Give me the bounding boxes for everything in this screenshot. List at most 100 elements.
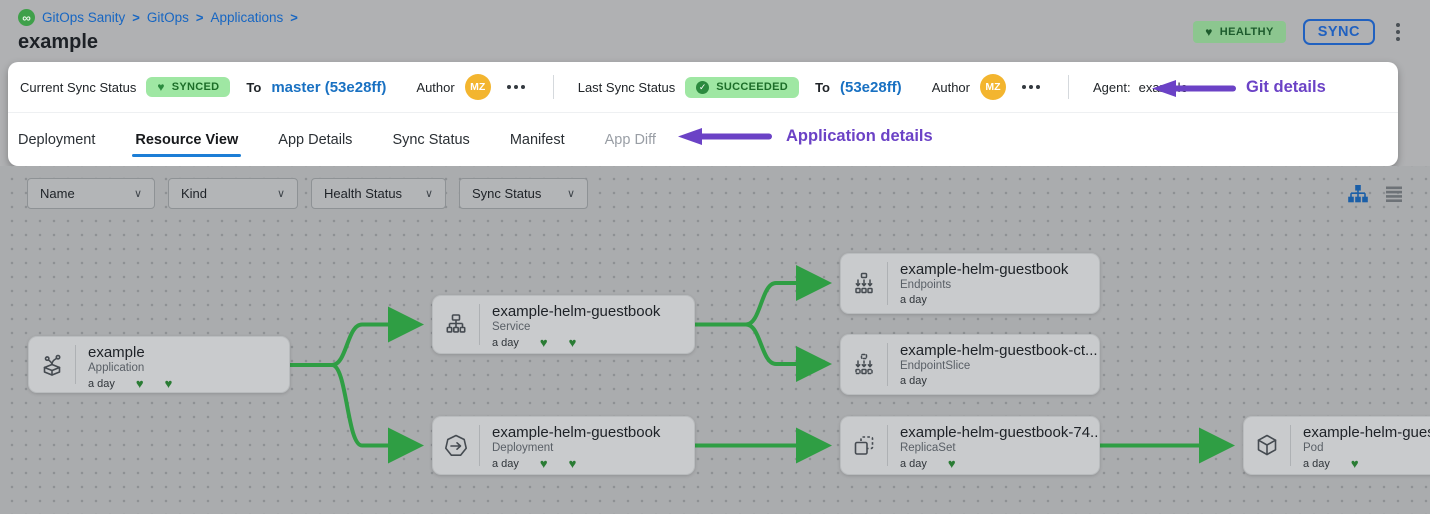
divider [1290,425,1291,466]
tab-app-details[interactable]: App Details [278,131,353,148]
resource-node-endpointslice[interactable]: example-helm-guestbook-ct... EndpointSli… [840,334,1100,395]
chevron-down-icon: ∨ [424,188,433,200]
divider [887,343,888,386]
heart-icon [540,336,548,349]
filter-sync-status-dropdown[interactable]: Sync Status ∨ [459,178,588,209]
node-age: a day [899,375,927,387]
node-title: example-helm-guestbook [492,303,661,320]
pod-icon [1244,417,1290,474]
filter-label: Sync Status [472,186,542,201]
agent-label: Agent: [1093,79,1131,95]
node-kind: EndpointSlice [899,360,971,372]
breadcrumb-link-gitops[interactable]: GitOps [146,10,189,25]
check-circle-icon: ✓ [696,80,710,94]
author-avatar[interactable]: MZ [980,74,1006,100]
heart-icon [1351,457,1359,470]
filter-label: Health Status [324,186,403,201]
resource-node-replicaset[interactable]: example-helm-guestbook-74... ReplicaSet … [840,416,1100,475]
app-tabs: Deployment Resource View App Details Syn… [8,112,1398,166]
sync-button[interactable]: SYNC [1302,19,1375,45]
author-avatar[interactable]: MZ [464,74,491,100]
heart-icon [540,457,548,470]
page-title: example [18,31,99,53]
node-age: a day [492,336,519,349]
breadcrumb-link-applications[interactable]: Applications [210,10,284,25]
tab-deployment[interactable]: Deployment [18,131,96,148]
breadcrumb-link-account[interactable]: GitOps Sanity [42,10,126,25]
heart-icon [569,457,577,470]
more-options-icon[interactable] [503,81,529,93]
replicaset-icon [841,417,887,474]
resource-node-pod[interactable]: example-helm-guest Pod a day [1243,416,1430,475]
divider [887,425,888,466]
to-label: To [246,79,262,95]
heart-icon [136,377,144,390]
deployment-icon [433,417,479,474]
filter-label: Name [40,186,75,201]
breadcrumb-separator: > [290,10,298,25]
health-status-badge: HEALTHY [1193,21,1286,43]
node-kind: Application [88,362,145,374]
breadcrumb: ∞ GitOps Sanity > GitOps > Applications … [18,9,298,26]
divider [1068,75,1069,99]
heart-icon [165,377,173,390]
divider [75,345,76,384]
heart-icon [948,457,956,470]
sync-status-bar: Current Sync Status SYNCED To master (53… [8,62,1398,112]
node-kind: Endpoints [900,279,952,291]
more-options-icon[interactable] [1018,81,1044,93]
node-text: example Application a day [76,337,182,392]
tree-view-icon[interactable] [1348,185,1368,203]
resource-node-deployment[interactable]: example-helm-guestbook Deployment a day [432,416,695,475]
heart-icon [569,336,577,349]
filter-name-dropdown[interactable]: Name ∨ [27,178,155,209]
last-revision-link[interactable]: (53e28ff) [839,78,902,96]
synced-status-badge: SYNCED [146,77,231,97]
resource-graph-canvas[interactable]: Name ∨ Kind ∨ Health Status ∨ Sync Statu… [0,166,1430,514]
chevron-down-icon: ∨ [133,188,142,200]
chevron-down-icon: ∨ [566,188,575,200]
health-badge-label: HEALTHY [1219,26,1274,38]
current-revision-link[interactable]: master (53e28ff) [271,78,387,96]
node-text: example-helm-guestbook-ct... EndpointSli… [888,335,1099,394]
heart-icon [1205,26,1213,38]
node-title: example-helm-guestbook [900,261,1069,278]
application-icon [29,337,75,392]
to-label: To [815,79,830,95]
tab-resource-view[interactable]: Resource View [132,115,242,165]
kebab-menu-icon[interactable] [1392,21,1404,43]
current-sync-status-label: Current Sync Status [20,79,137,95]
tab-app-diff[interactable]: App Diff [604,131,656,148]
tab-manifest[interactable]: Manifest [509,131,565,148]
node-age: a day [899,457,927,470]
node-age: a day [88,377,115,390]
node-age: a day [492,457,519,470]
gitops-logo-icon: ∞ [18,9,35,26]
filter-kind-dropdown[interactable]: Kind ∨ [168,178,298,209]
resource-node-endpoints[interactable]: example-helm-guestbook Endpoints a day [840,253,1100,314]
resource-node-application[interactable]: example Application a day [28,336,290,393]
node-title: example-helm-guestbook [492,424,661,441]
resource-node-service[interactable]: example-helm-guestbook Service a day [432,295,695,354]
endpoints-icon [841,254,887,313]
node-title: example-helm-guest [1303,424,1430,441]
filter-health-status-dropdown[interactable]: Health Status ∨ [311,178,446,209]
breadcrumb-separator: > [195,10,204,25]
node-title: example-helm-guestbook-ct... [899,342,1098,359]
node-kind: ReplicaSet [899,442,956,454]
last-sync-status-label: Last Sync Status [577,79,676,95]
divider [479,425,480,466]
tab-sync-status[interactable]: Sync Status [392,131,470,148]
application-details-arrow-icon [678,128,772,145]
node-text: example-helm-guestbook-74... ReplicaSet … [888,417,1099,474]
author-label: Author [931,79,970,95]
node-text: example-helm-guest Pod a day [1291,417,1430,474]
node-age: a day [1303,457,1330,470]
list-view-icon[interactable] [1385,185,1403,203]
node-text: example-helm-guestbook Endpoints a day [888,254,1078,313]
divider [887,262,888,305]
node-kind: Pod [1303,442,1324,454]
service-icon [433,296,479,353]
succeeded-label: SUCCEEDED [716,81,789,93]
